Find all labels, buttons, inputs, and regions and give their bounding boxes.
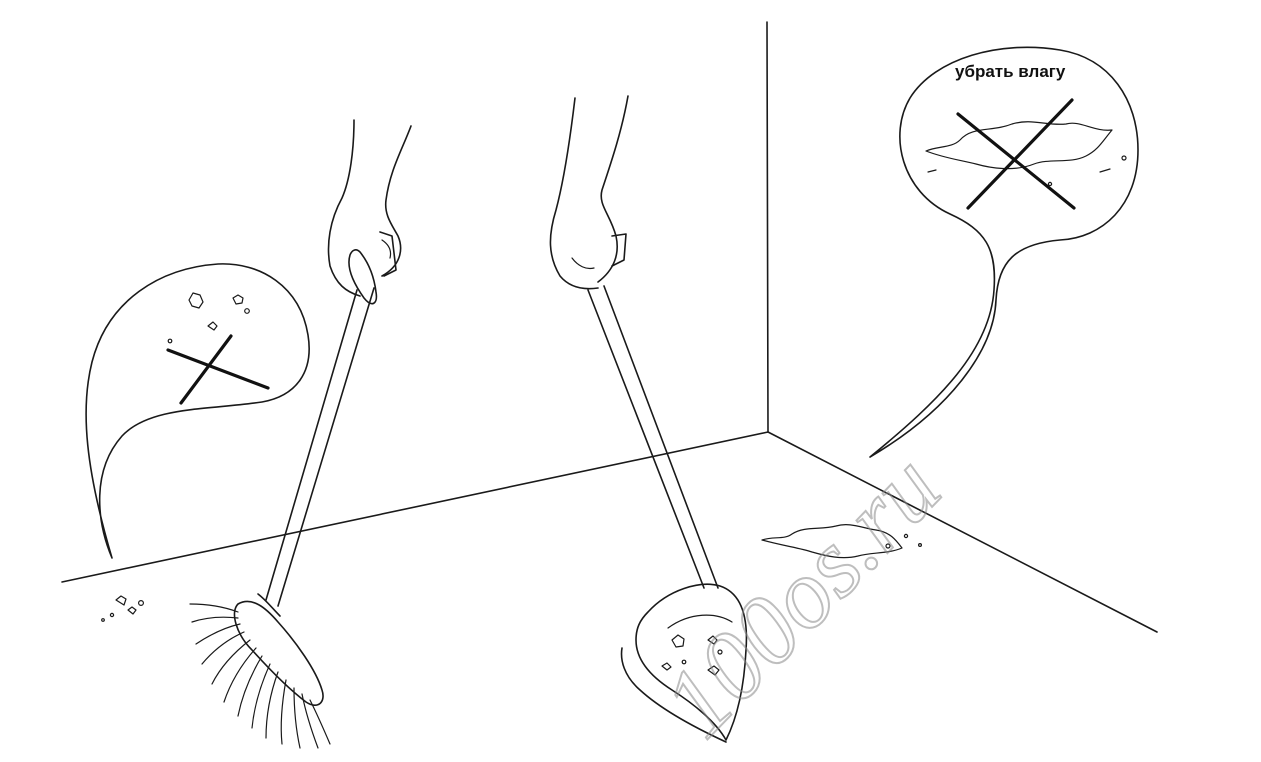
wall-corner-line xyxy=(766,21,769,433)
dustpan xyxy=(587,285,748,743)
dustpan-handle xyxy=(587,289,705,589)
right-hand xyxy=(549,95,629,290)
cross-mark-icon-right xyxy=(956,98,1076,210)
cross-mark-icon xyxy=(166,334,270,405)
broom-handle xyxy=(265,289,358,601)
room-lines xyxy=(61,21,1158,633)
moisture-bubble: убрать влагу xyxy=(869,46,1139,458)
floor-puddle xyxy=(761,524,922,559)
puddle-icon xyxy=(925,121,1127,187)
floor-line-left xyxy=(61,431,769,583)
bubble-outline-left xyxy=(85,263,310,559)
bubble-outline-right xyxy=(869,46,1139,458)
watermark: 100os.ru xyxy=(642,433,962,759)
moisture-label: убрать влагу xyxy=(955,62,1066,81)
no-debris-bubble xyxy=(85,263,310,559)
dustpan-body xyxy=(635,583,748,741)
dustpan-debris xyxy=(661,634,723,676)
left-hand xyxy=(327,119,412,305)
broom-head xyxy=(233,600,324,706)
floor-debris xyxy=(101,595,145,622)
debris-icon xyxy=(167,292,250,344)
floor-line-right xyxy=(767,431,1158,633)
broom xyxy=(189,287,375,749)
watermark-text: 100os.ru xyxy=(643,434,961,758)
broom-bristles xyxy=(189,603,331,749)
